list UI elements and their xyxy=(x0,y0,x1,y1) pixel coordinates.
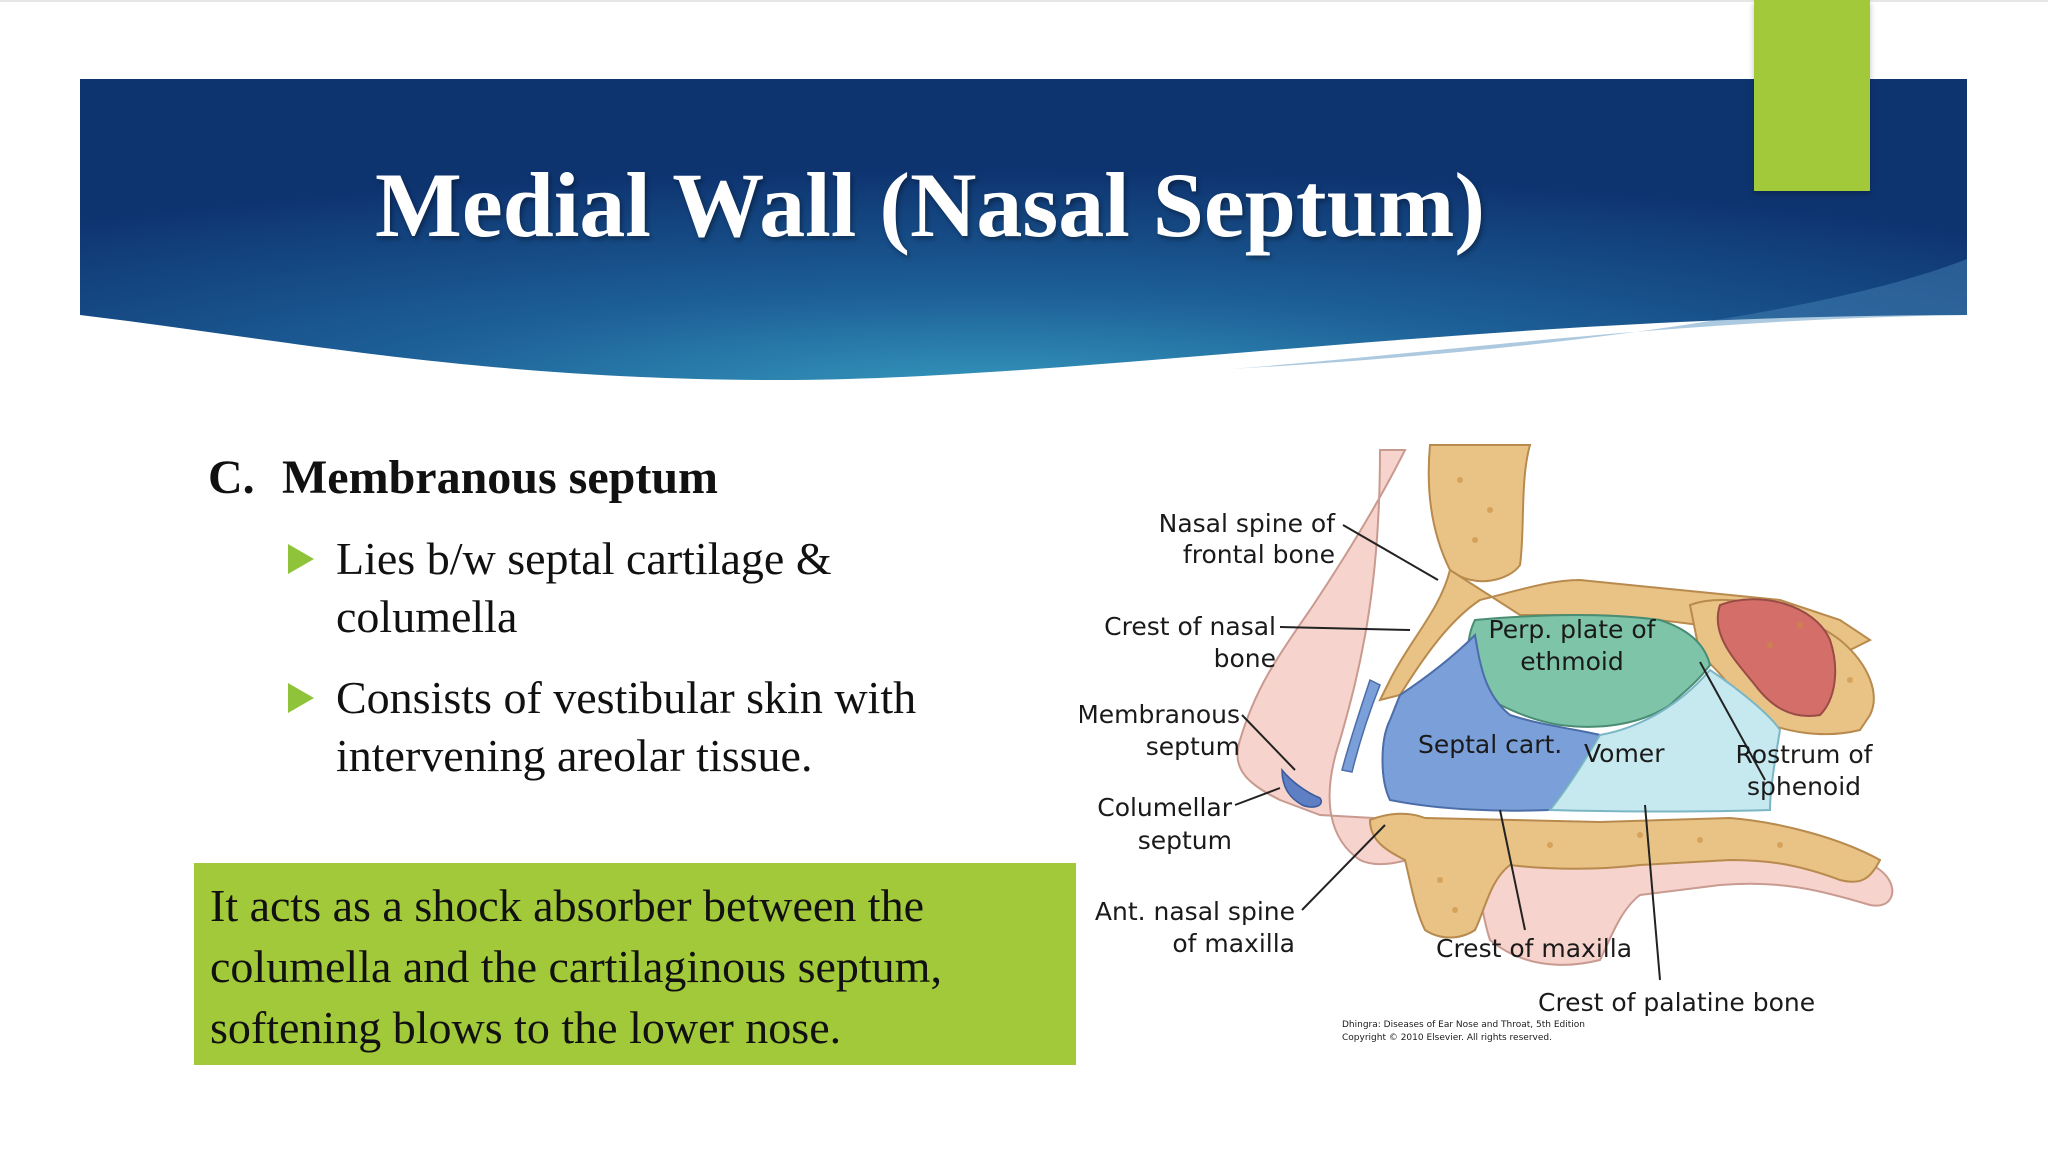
section-heading: C. Membranous septum xyxy=(208,448,718,508)
label-columellar-septum: Columellar xyxy=(1097,793,1232,822)
label-crest-nasal-bone: bone xyxy=(1214,644,1276,673)
nasal-septum-diagram: Nasal spine of frontal bone Crest of nas… xyxy=(1077,440,1980,1080)
label-perp-plate-ethmoid: ethmoid xyxy=(1520,647,1624,676)
bullet-item: Lies b/w septal cartilage & columella xyxy=(288,530,1008,646)
label-vomer: Vomer xyxy=(1584,739,1665,768)
top-border xyxy=(0,0,2048,2)
label-nasal-spine-frontal: Nasal spine of xyxy=(1159,509,1337,538)
callout-box: It acts as a shock absorber between the … xyxy=(194,863,1076,1065)
heading-letter: C. xyxy=(208,451,255,504)
sphenoid-sinus xyxy=(1716,598,1837,717)
label-perp-plate-ethmoid: Perp. plate of xyxy=(1489,615,1657,644)
label-membranous-septum: Membranous xyxy=(1080,700,1240,729)
label-crest-nasal-bone: Crest of nasal xyxy=(1104,612,1276,641)
label-crest-palatine: Crest of palatine bone xyxy=(1538,988,1815,1017)
label-septal-cartilage: Septal cart. xyxy=(1418,730,1562,759)
frontal-bone xyxy=(1427,444,1532,583)
label-rostrum-sphenoid: Rostrum of xyxy=(1736,740,1874,769)
credit-line: Copyright © 2010 Elsevier. All rights re… xyxy=(1342,1033,1552,1043)
label-crest-maxilla: Crest of maxilla xyxy=(1436,934,1632,963)
label-ant-nasal-spine: of maxilla xyxy=(1172,929,1295,958)
columellar-septum xyxy=(1281,767,1322,808)
slide-title: Medial Wall (Nasal Septum) xyxy=(374,154,1486,256)
accent-tab xyxy=(1754,0,1870,191)
label-columellar-septum: septum xyxy=(1138,826,1232,855)
vomer xyxy=(1547,668,1782,813)
bone-texture xyxy=(1437,477,1853,913)
bullet-arrow-icon xyxy=(288,683,314,713)
maxillary-crest xyxy=(1368,812,1882,939)
bullet-item: Consists of vestibular skin with interve… xyxy=(288,669,1008,785)
label-rostrum-sphenoid: sphenoid xyxy=(1747,772,1861,801)
label-ant-nasal-spine: Ant. nasal spine xyxy=(1095,897,1295,926)
bullet-text: Lies b/w septal cartilage & columella xyxy=(336,533,832,642)
label-nasal-spine-frontal: frontal bone xyxy=(1183,540,1335,569)
title-banner xyxy=(80,79,1967,380)
bullet-arrow-icon xyxy=(288,544,314,574)
bullet-text: Consists of vestibular skin with interve… xyxy=(336,672,917,781)
label-membranous-septum: septum xyxy=(1146,732,1240,761)
leader-lines xyxy=(1234,524,1766,981)
credit-line: Dhingra: Diseases of Ear Nose and Throat… xyxy=(1342,1020,1585,1030)
membranous-septum xyxy=(1341,678,1381,773)
heading-text: Membranous septum xyxy=(282,451,719,504)
